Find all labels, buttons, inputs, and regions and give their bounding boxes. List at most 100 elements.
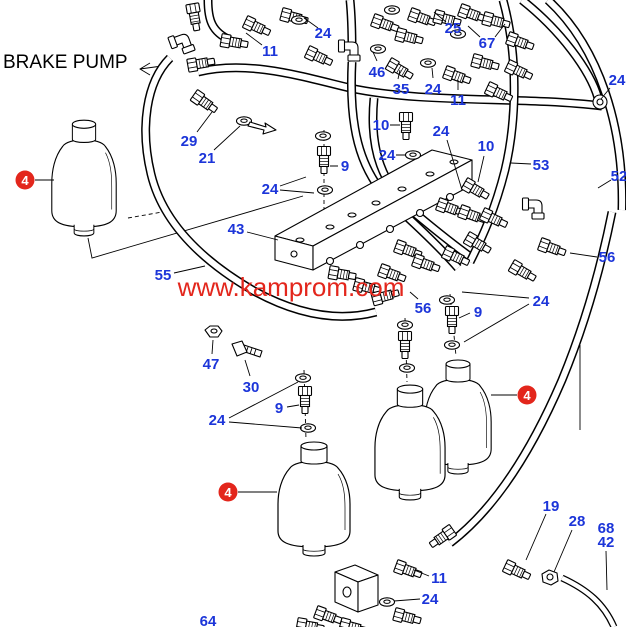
callout: 11	[262, 43, 278, 60]
valve-block	[274, 149, 473, 271]
washer-24	[438, 295, 456, 305]
elbow-fitting	[167, 29, 196, 58]
fitting-9	[444, 305, 460, 335]
washer	[369, 44, 387, 54]
plug-10	[398, 111, 414, 141]
hose-fitting	[460, 176, 492, 203]
washer-24	[404, 150, 422, 160]
callout: 43	[228, 221, 245, 238]
leader-lines	[35, 11, 612, 602]
callouts: 24 11 25 67 24 46 35 24 11 29 21 10 24 9…	[155, 20, 626, 627]
washer-24	[316, 185, 334, 195]
hose-fitting	[410, 253, 442, 276]
brake-pump-caption: BRAKE PUMP	[3, 52, 128, 73]
fitting-11	[392, 559, 424, 582]
marker-label: 4	[523, 388, 531, 403]
ring-hole	[596, 98, 604, 106]
hose-fitting	[185, 2, 204, 33]
bolt-30-head	[231, 340, 248, 357]
reference-marker: 4	[15, 170, 35, 190]
callout: 28	[569, 513, 586, 530]
fitting-29	[189, 88, 221, 117]
callout: 53	[533, 157, 550, 174]
bolt-35	[384, 56, 416, 83]
callout: 24	[609, 72, 626, 89]
callout: 24	[379, 147, 396, 164]
reference-marker: 4	[517, 385, 537, 405]
washer-24	[290, 15, 308, 25]
nut-hole	[210, 328, 218, 334]
hose-fitting	[397, 330, 413, 360]
marker-label: 4	[21, 173, 29, 188]
marker-disc	[517, 385, 537, 405]
hose-fitting	[406, 7, 438, 30]
marker-label: 4	[224, 485, 232, 500]
bolt-19	[501, 559, 533, 584]
callout: 25	[445, 20, 462, 37]
hose-fitting	[303, 45, 335, 70]
callout: 24	[209, 412, 226, 429]
callout: 24	[425, 81, 442, 98]
callout: 24	[533, 293, 550, 310]
washer-24	[419, 58, 437, 68]
callout: 21	[199, 150, 216, 167]
callout: 35	[393, 81, 410, 98]
callout: 29	[181, 133, 198, 150]
hose-fitting	[470, 53, 501, 74]
callout: 19	[543, 498, 560, 515]
accumulator-lower	[277, 441, 351, 557]
marker-disc	[15, 170, 35, 190]
callout: 64	[200, 613, 217, 627]
hose-fitting	[369, 13, 401, 36]
washer-24	[299, 423, 317, 433]
callout: 55	[155, 267, 172, 284]
callout: 42	[598, 534, 615, 551]
callout: 46	[369, 64, 386, 81]
hose-fitting	[338, 617, 369, 627]
fitting-9	[297, 385, 313, 415]
callout: 24	[315, 25, 332, 42]
callout: 10	[373, 117, 390, 134]
callout: 56	[415, 300, 432, 317]
washer-24	[378, 597, 396, 607]
elbow-fitting-46	[337, 39, 361, 62]
hose-fitting	[507, 258, 539, 285]
hardware	[204, 121, 559, 586]
watermark: www.kamprom.com	[177, 272, 405, 302]
washer-24	[294, 373, 312, 383]
direction-arrow	[247, 121, 277, 135]
marker-disc	[218, 482, 238, 502]
callout: 10	[478, 138, 495, 155]
callout: 24	[262, 181, 279, 198]
callout: 9	[474, 304, 482, 321]
callout: 9	[341, 158, 349, 175]
washer	[396, 320, 414, 330]
hose-fitting	[394, 27, 425, 48]
callout: 52	[611, 168, 626, 185]
washer-24	[443, 340, 461, 350]
accumulator-left	[51, 119, 117, 237]
fitting-9	[316, 145, 332, 175]
nut-hole	[546, 573, 554, 581]
callout: 68	[598, 520, 615, 537]
washer	[398, 363, 416, 373]
hose-42	[562, 578, 614, 627]
washer	[383, 5, 401, 15]
mounting-block	[334, 564, 379, 613]
hose-fitting	[426, 523, 458, 552]
hose-fitting	[441, 65, 473, 88]
callout: 11	[450, 92, 466, 109]
callout: 56	[599, 249, 616, 266]
washer-24	[314, 131, 332, 141]
fitting-56	[536, 237, 568, 260]
elbow-fitting	[521, 197, 545, 220]
washers	[235, 5, 608, 607]
callout: 67	[479, 35, 496, 52]
callout: 11	[431, 570, 447, 587]
callout: 24	[422, 591, 439, 608]
callout: 47	[203, 356, 220, 373]
reference-marker: 4	[218, 482, 238, 502]
callout: 30	[243, 379, 260, 396]
hose-fitting	[392, 607, 423, 627]
